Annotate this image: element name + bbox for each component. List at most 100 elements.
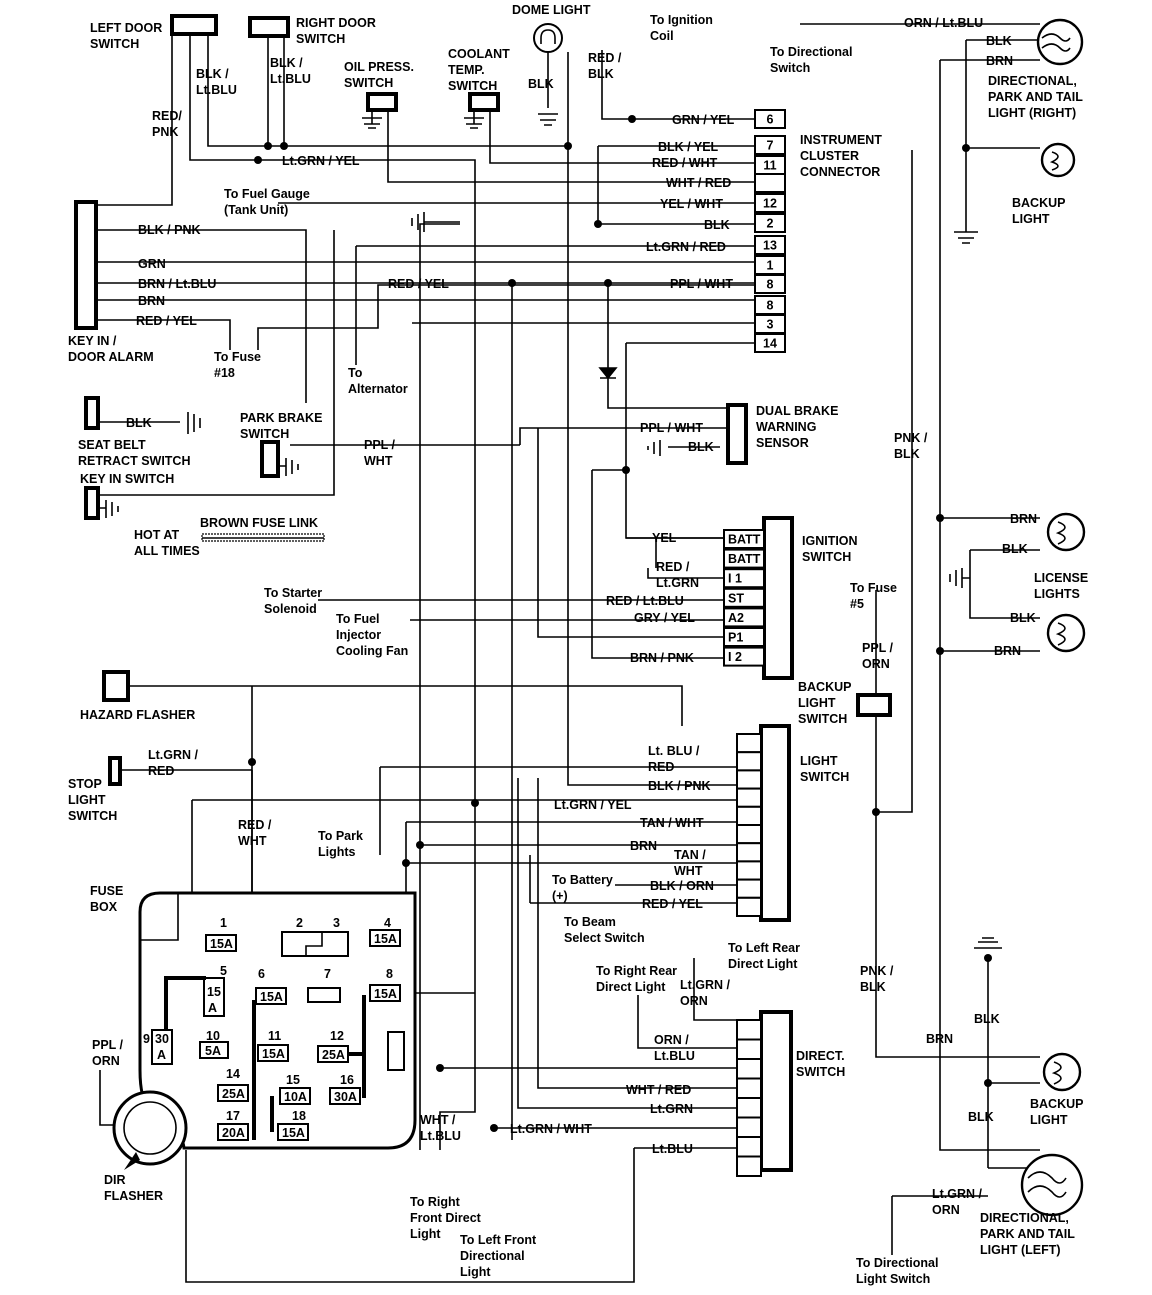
wire-tan-wht: TAN / WHT bbox=[640, 816, 704, 830]
wire-ltgrn-ds: Lt.GRN bbox=[650, 1102, 693, 1116]
fuse-10-number: 10 bbox=[206, 1029, 220, 1043]
fuse-box bbox=[138, 891, 417, 1150]
wire-blk-pnk-ls: BLK / PNK bbox=[648, 779, 711, 793]
wire-ppl-wht-brake: PPL / WHT bbox=[640, 421, 703, 435]
backup-light-switch-body bbox=[856, 693, 892, 717]
wire-yel-ign: YEL bbox=[652, 531, 677, 545]
wire-ltgrn-orn: Lt.GRN /ORN bbox=[680, 978, 731, 1008]
cluster-pin-box bbox=[754, 135, 786, 155]
light-switch-pins bbox=[736, 733, 762, 917]
wire-brn-ltblu: BRN / Lt.BLU bbox=[138, 277, 216, 291]
wire-red-ltgrn: RED /Lt.GRN bbox=[656, 560, 699, 590]
park-brake-switch-body bbox=[260, 440, 280, 478]
ground-right-bottom-icon bbox=[974, 937, 1002, 949]
direct-switch-pins bbox=[736, 1019, 762, 1177]
wire-brn-ls: BRN bbox=[630, 839, 657, 853]
coolant-switch-body bbox=[468, 92, 500, 112]
light-switch-terminal bbox=[736, 860, 762, 881]
fuse-1-number: 1 bbox=[220, 916, 227, 930]
wire-ltgrn-yel-ls: Lt.GRN / YEL bbox=[554, 798, 632, 812]
fuse-15-number: 15 bbox=[286, 1073, 300, 1087]
wire-red-wht-flasher: RED /WHT bbox=[238, 818, 272, 848]
fuse-2-number: 2 bbox=[296, 916, 303, 930]
key-in-switch-body bbox=[84, 486, 100, 520]
backup-light-bottom-lamp-icon bbox=[1042, 1052, 1082, 1092]
fuse-labels: 1 15A 2 3 4 15A 5 15 A 6 15A 7 8 15A 9 3… bbox=[143, 916, 397, 1140]
wire-red-yel-a: RED / YEL bbox=[136, 314, 197, 328]
wire-grn-yel: GRN / YEL bbox=[672, 113, 735, 127]
wire-blk-orn: BLK / ORN bbox=[650, 879, 714, 893]
fuse-17-rating: 20A bbox=[222, 1126, 245, 1140]
wire-wht-red-ds: WHT / RED bbox=[626, 1083, 691, 1097]
wire-brn-r2: BRN bbox=[926, 1032, 953, 1046]
wire-ppl-orn-right: PPL /ORN bbox=[862, 641, 894, 671]
light-switch-terminal bbox=[736, 805, 762, 826]
wire-blk-ltblu: BLK /Lt.BLU bbox=[196, 67, 237, 97]
license-light-2-icon bbox=[1046, 613, 1086, 653]
wire-to-fuel-gauge: To Fuel Gauge(Tank Unit) bbox=[224, 187, 310, 217]
wire-ltgrn-orn-bot: Lt.GRN /ORN bbox=[932, 1187, 983, 1217]
light-switch-terminal bbox=[736, 842, 762, 863]
license-ground-icon bbox=[949, 568, 970, 588]
ignition-pin-label: ST bbox=[728, 591, 744, 605]
cluster-ground-icon bbox=[411, 212, 460, 232]
ignition-pin-label: I 1 bbox=[728, 572, 742, 586]
wire-blk-dome: BLK bbox=[528, 77, 554, 91]
label-dome-light: DOME LIGHT bbox=[512, 3, 591, 17]
ignition-pin-box bbox=[723, 548, 765, 569]
wire-brn-lic1: BRN bbox=[1010, 512, 1037, 526]
ignition-pin-box bbox=[723, 587, 765, 608]
label-hazard-flasher: HAZARD FLASHER bbox=[80, 708, 195, 722]
wire-ltblu-red: Lt. BLU /RED bbox=[648, 744, 700, 774]
directional-left-lamp-icon bbox=[1020, 1153, 1084, 1217]
direct-switch-terminal bbox=[736, 1097, 762, 1119]
fuse-6-number: 6 bbox=[258, 967, 265, 981]
license-light-1-icon bbox=[1046, 512, 1086, 552]
dir-flasher-icon bbox=[112, 1090, 188, 1170]
right-door-switch-body bbox=[248, 16, 290, 38]
fuse-12-rating: 25A bbox=[322, 1048, 345, 1062]
cluster-pin-number: 1 bbox=[767, 259, 774, 273]
fuse-9-rating-b: A bbox=[157, 1048, 166, 1062]
dome-light-icon bbox=[533, 23, 563, 126]
wire-red-yel-b: RED / YEL bbox=[388, 277, 449, 291]
cluster-pin-number: 13 bbox=[763, 239, 777, 253]
fuse-18-number: 18 bbox=[292, 1109, 306, 1123]
fuse-18-rating: 15A bbox=[282, 1126, 305, 1140]
direct-switch-terminal bbox=[736, 1058, 762, 1080]
wire-blk-2: BLK bbox=[704, 218, 730, 232]
label-oil-press-switch: OIL PRESS.SWITCH bbox=[344, 60, 414, 90]
cluster-pin-number: 2 bbox=[767, 217, 774, 231]
ignition-pin-box bbox=[723, 607, 765, 628]
cluster-pin-box bbox=[754, 235, 786, 255]
wire-ppl-wht-park: PPL /WHT bbox=[364, 438, 396, 468]
light-switch-body bbox=[759, 724, 791, 922]
cluster-pin-box bbox=[754, 173, 786, 193]
wires bbox=[98, 23, 1040, 1283]
ignition-pin-label: A2 bbox=[728, 611, 744, 625]
fuse-9-number: 9 bbox=[143, 1032, 150, 1046]
park-brake-ground-icon bbox=[278, 458, 299, 476]
ignition-pin-label: BATT bbox=[728, 533, 761, 547]
direct-switch-terminal bbox=[736, 1136, 762, 1158]
directional-right-lamp-icon bbox=[1036, 18, 1084, 66]
light-switch-terminal bbox=[736, 751, 762, 772]
wire-ltgrn-red-stop: Lt.GRN /RED bbox=[148, 748, 199, 778]
wire-blk-brake: BLK bbox=[688, 440, 714, 454]
light-switch-terminal bbox=[736, 787, 762, 808]
cluster-pin-number: 8 bbox=[767, 299, 774, 313]
